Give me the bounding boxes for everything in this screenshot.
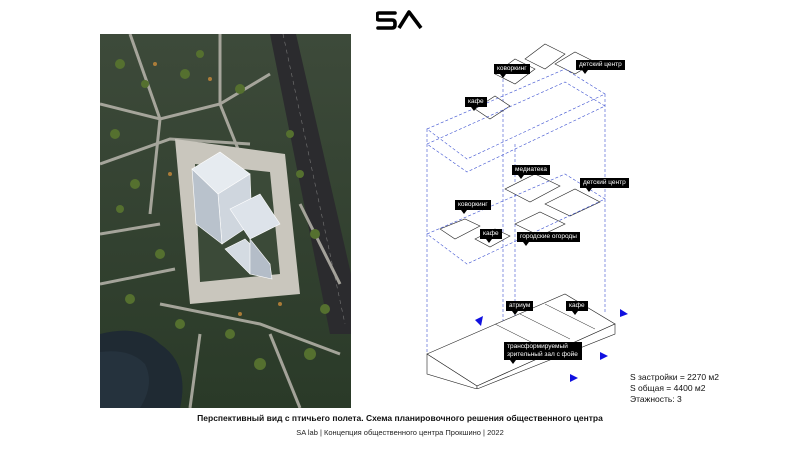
label-cafe-ground: кафе	[566, 301, 588, 315]
figure-subcaption: SA lab | Концепция общественного центра …	[296, 428, 504, 437]
label-transformable-hall: трансформируемый зрительный зал с фойе	[504, 342, 582, 364]
label-kids-center-top: детский центр	[576, 60, 625, 74]
aerial-view-image	[100, 34, 351, 408]
label-coworking-top: коворкинг	[494, 64, 530, 78]
label-kids-center-mid: детский центр	[580, 178, 629, 192]
floor-count: Этажность: 3	[630, 394, 682, 404]
floor-plan-scheme	[426, 43, 628, 389]
figure-caption: Перспективный вид с птичьего полета. Схе…	[197, 413, 603, 423]
sa-logo	[376, 10, 423, 30]
label-mediateka: медиатека	[512, 165, 550, 179]
label-cafe-mid: кафе	[480, 229, 502, 243]
label-cafe-top: кафе	[465, 97, 487, 111]
area-stats: S застройки = 2270 м2 S общая = 4400 м2 …	[630, 372, 719, 405]
label-coworking-mid: коворкинг	[455, 200, 491, 214]
total-area: S общая = 4400 м2	[630, 383, 706, 393]
label-gardens: городские огороды	[517, 232, 580, 246]
label-atrium: атриум	[506, 301, 534, 315]
built-area: S застройки = 2270 м2	[630, 372, 719, 382]
